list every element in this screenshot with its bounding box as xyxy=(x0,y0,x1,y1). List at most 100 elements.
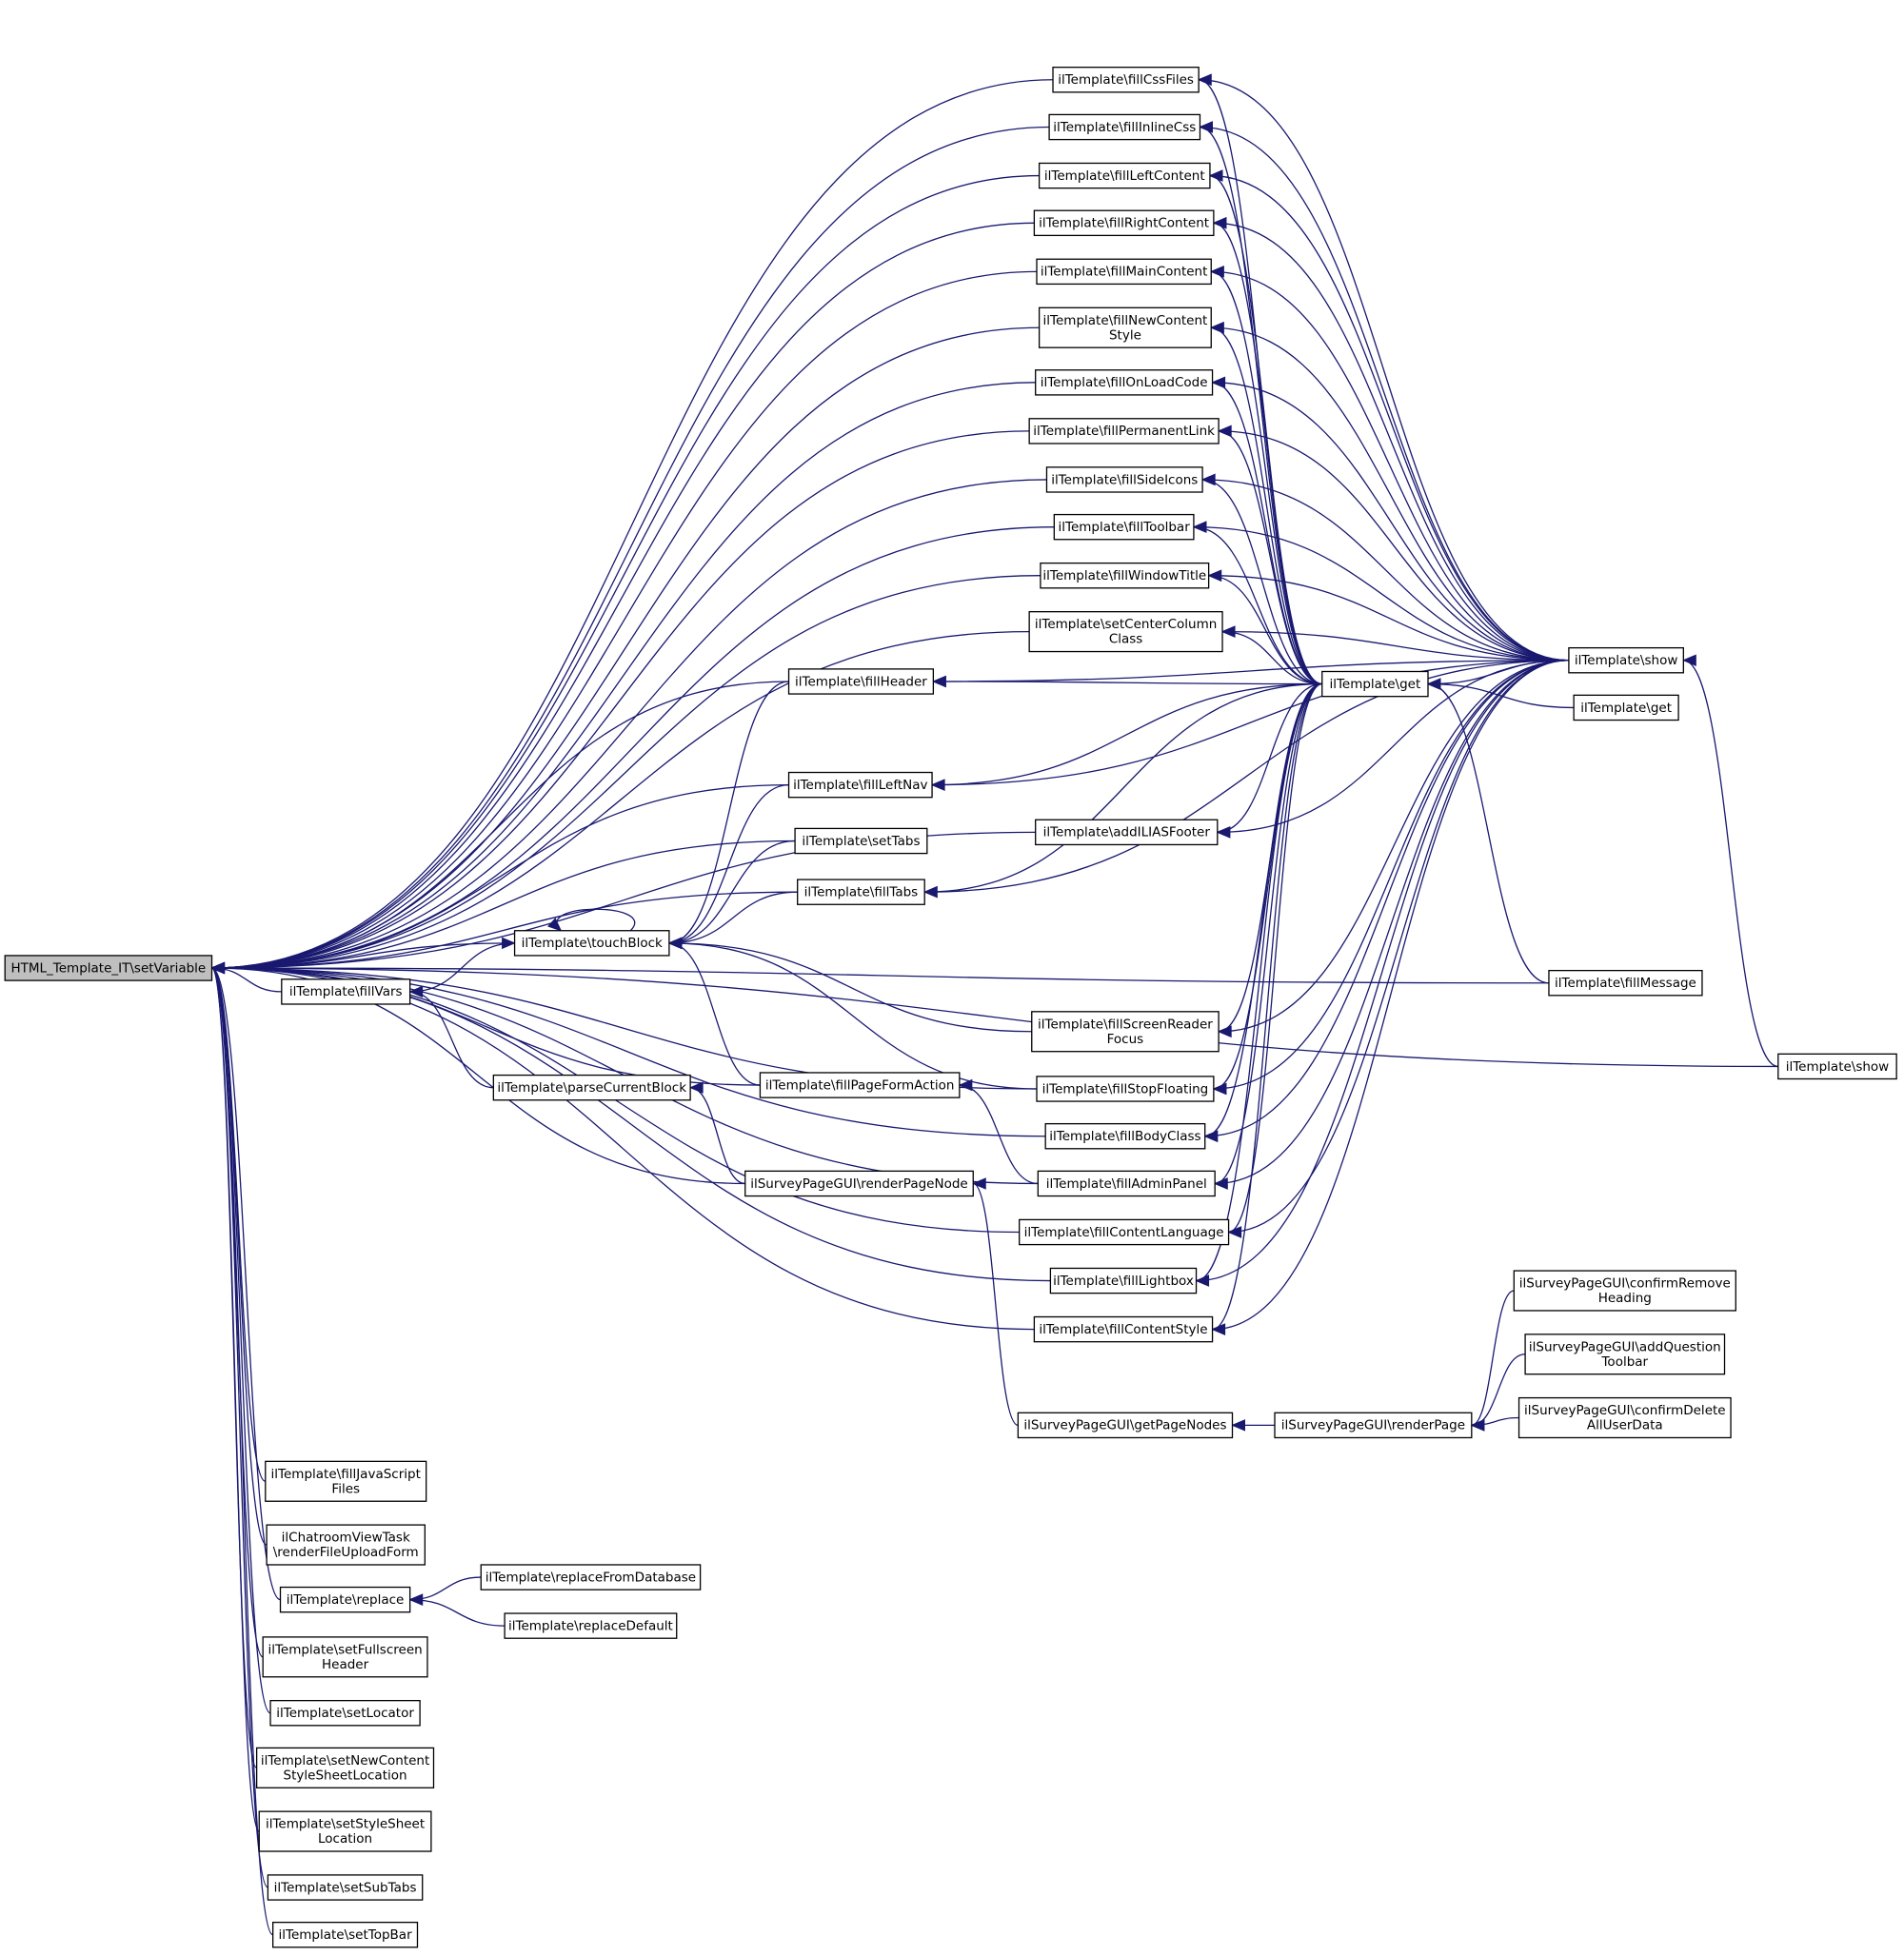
node-fillOnLoadCode[interactable]: ilTemplate\fillOnLoadCode xyxy=(1035,369,1214,396)
edge-fillPageFormAction-to-touchBlock xyxy=(667,937,761,1086)
edge-line xyxy=(211,967,1046,1137)
node-label: ilTemplate\fillLeftNav xyxy=(793,778,927,793)
edge-line xyxy=(1471,1353,1526,1427)
node-label: ilTemplate\get xyxy=(1329,677,1420,692)
edge-line xyxy=(1208,575,1322,685)
edge-arrowhead xyxy=(1470,1419,1485,1432)
node-box xyxy=(265,1460,427,1502)
node-fillStopFloating[interactable]: ilTemplate\fillStopFloating xyxy=(1036,1076,1215,1102)
node-label: ilTemplate\show xyxy=(1786,1059,1890,1075)
node-fillMainContent[interactable]: ilTemplate\fillMainContent xyxy=(1036,258,1212,286)
edge-line xyxy=(211,967,1051,1282)
node-renderFileUploadForm[interactable]: ilChatroomViewTask\renderFileUploadForm xyxy=(266,1524,426,1566)
node-label: ilTemplate\replace xyxy=(287,1592,405,1608)
node-box xyxy=(787,771,933,799)
node-box xyxy=(1573,694,1679,721)
edge-arrowhead xyxy=(932,675,946,688)
node-fillHeader[interactable]: ilTemplate\fillHeader xyxy=(787,668,935,695)
edge-line xyxy=(1683,660,1778,1068)
edge-renderFileUploadForm-to-root xyxy=(210,961,268,1546)
node-replaceFromDatabase[interactable]: ilTemplate\replaceFromDatabase xyxy=(480,1564,702,1590)
node-fillVars[interactable]: ilTemplate\fillVars xyxy=(281,978,411,1005)
node-addILIASFooter[interactable]: ilTemplate\addILIASFooter xyxy=(1035,819,1219,846)
node-box xyxy=(1019,1218,1230,1246)
edge-get1-to-fillTabs xyxy=(922,682,1322,899)
edge-line xyxy=(1219,660,1569,1033)
node-fillMessage[interactable]: ilTemplate\fillMessage xyxy=(1548,969,1703,997)
node-parseCurrentBlock[interactable]: ilTemplate\parseCurrentBlock xyxy=(492,1074,691,1101)
node-setTopBar[interactable]: ilTemplate\setTopBar xyxy=(271,1921,419,1948)
edge-setTopBar-to-root xyxy=(210,961,274,1936)
node-fillContentLanguage[interactable]: ilTemplate\fillContentLanguage xyxy=(1019,1218,1230,1246)
node-box xyxy=(1035,819,1219,846)
node-root[interactable]: HTML_Template_IT\setVariable xyxy=(4,955,213,981)
node-label: ilTemplate\fillWindowTitle xyxy=(1042,568,1206,583)
node-fillPageFormAction[interactable]: ilTemplate\fillPageFormAction xyxy=(759,1072,961,1098)
node-renderPage[interactable]: ilSurveyPageGUI\renderPage xyxy=(1274,1412,1473,1439)
edge-line xyxy=(211,270,1038,969)
node-show1[interactable]: ilTemplate\show xyxy=(1568,646,1684,674)
node-label: AllUserData xyxy=(1587,1418,1663,1433)
node-fillLeftContent[interactable]: ilTemplate\fillLeftContent xyxy=(1038,162,1211,189)
node-box xyxy=(504,1612,678,1639)
edge-fillToolbar-to-root xyxy=(210,526,1055,975)
edge-arrowhead xyxy=(922,885,938,899)
node-getPageNodes[interactable]: ilSurveyPageGUI\getPageNodes xyxy=(1017,1412,1234,1439)
edge-line xyxy=(1212,660,1569,1331)
node-replaceDefault[interactable]: ilTemplate\replaceDefault xyxy=(504,1612,678,1639)
node-box xyxy=(759,1072,961,1098)
node-box xyxy=(1038,162,1211,189)
node-label: ilTemplate\setTopBar xyxy=(278,1927,412,1943)
node-setSubTabs[interactable]: ilTemplate\setSubTabs xyxy=(267,1874,424,1901)
node-replace[interactable]: ilTemplate\replace xyxy=(279,1586,411,1613)
node-fillLightbox[interactable]: ilTemplate\fillLightbox xyxy=(1049,1267,1198,1294)
node-fillBodyClass[interactable]: ilTemplate\fillBodyClass xyxy=(1044,1122,1206,1150)
node-fillInlineCss[interactable]: ilTemplate\fillInlineCss xyxy=(1048,113,1201,141)
edge-replace-to-root xyxy=(210,961,281,1601)
node-label: ilSurveyPageGUI\renderPageNode xyxy=(750,1176,967,1192)
edge-show1-to-fillLightbox xyxy=(1195,660,1569,1287)
node-setLocator[interactable]: ilTemplate\setLocator xyxy=(269,1699,421,1727)
node-fillContentStyle[interactable]: ilTemplate\fillContentStyle xyxy=(1033,1315,1214,1343)
edge-addQuestionToolbar-to-renderPage xyxy=(1470,1353,1526,1432)
node-fillCssFiles[interactable]: ilTemplate\fillCssFiles xyxy=(1052,67,1200,93)
node-fillSideIcons[interactable]: ilTemplate\fillSideIcons xyxy=(1045,466,1203,493)
node-renderPageNode[interactable]: ilSurveyPageGUI\renderPageNode xyxy=(744,1170,974,1197)
node-get1[interactable]: ilTemplate\get xyxy=(1321,670,1429,698)
node-show2[interactable]: ilTemplate\show xyxy=(1777,1053,1897,1080)
node-get2[interactable]: ilTemplate\get xyxy=(1573,694,1679,721)
node-touchBlock[interactable]: ilTemplate\touchBlock xyxy=(513,930,670,957)
node-box xyxy=(1036,258,1212,286)
edge-line xyxy=(211,479,1047,969)
node-fillAdminPanel[interactable]: ilTemplate\fillAdminPanel xyxy=(1037,1170,1216,1197)
node-fillRightContent[interactable]: ilTemplate\fillRightContent xyxy=(1033,209,1215,237)
node-label: Class xyxy=(1109,632,1143,647)
edge-line xyxy=(211,79,1054,969)
node-fillToolbar[interactable]: ilTemplate\fillToolbar xyxy=(1053,513,1195,541)
edge-line xyxy=(1471,1290,1515,1427)
node-setNewContentStyleSheetLocation[interactable]: ilTemplate\setNewContentStyleSheetLocati… xyxy=(255,1747,435,1788)
node-fillLeftNav[interactable]: ilTemplate\fillLeftNav xyxy=(787,771,933,799)
node-fillPermanentLink[interactable]: ilTemplate\fillPermanentLink xyxy=(1028,418,1220,445)
node-box xyxy=(797,879,925,905)
node-fillWindowTitle[interactable]: ilTemplate\fillWindowTitle xyxy=(1040,562,1210,589)
edge-arrowhead xyxy=(930,779,945,791)
edge-line xyxy=(1211,326,1569,662)
node-fillTabs[interactable]: ilTemplate\fillTabs xyxy=(797,879,925,905)
edge-arrowhead xyxy=(1197,73,1212,87)
edge-arrowhead xyxy=(1192,521,1207,533)
node-label: ilTemplate\show xyxy=(1575,653,1678,668)
edge-fillLeftNav-to-touchBlock xyxy=(667,783,789,950)
node-box xyxy=(513,930,670,957)
node-setTabs[interactable]: ilTemplate\setTabs xyxy=(794,827,928,855)
